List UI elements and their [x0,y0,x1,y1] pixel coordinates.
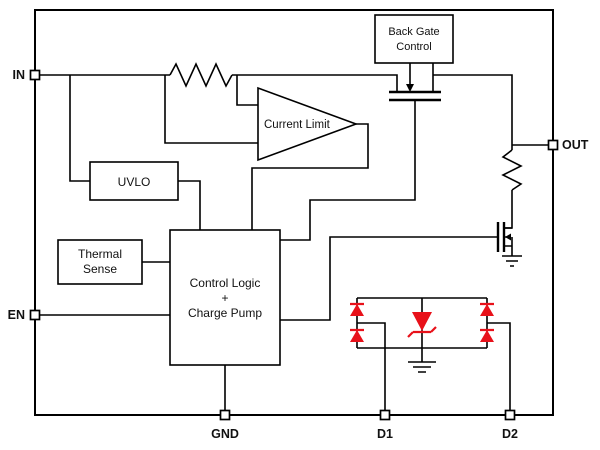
pin-gnd-label: GND [211,427,239,441]
pin-out-label: OUT [562,138,589,152]
steering-diode-icon [350,304,364,316]
thermal-label-2: Sense [83,262,117,276]
pin-d1-label: D1 [377,427,393,441]
steering-diode-icon [480,304,494,316]
control-logic-label-1: Control Logic [190,276,261,290]
pin-d1-pad [379,409,391,421]
control-logic-label-2: + [221,291,228,305]
pin-in-label: IN [13,68,26,82]
pin-d2-pad [504,409,516,421]
ground-symbol [502,255,522,267]
back-gate-label-1: Back Gate [388,26,439,38]
pin-in-pad [29,69,41,81]
pin-en-label: EN [8,308,25,322]
control-logic-block [169,229,281,366]
diode-bars [350,302,494,332]
discharge-resistor [501,149,523,191]
uvlo-block [89,161,179,201]
zener-diode-icon [412,312,432,331]
back-gate-label-2: Control [396,41,431,53]
thermal-sense-block [57,239,143,285]
current-limit-amp [257,86,359,162]
ic-boundary [34,9,554,416]
pin-en-pad [29,309,41,321]
discharge-fet [496,222,506,252]
control-logic-label-3: Charge Pump [188,306,262,320]
pass-fet [389,90,441,102]
thermal-label-1: Thermal [78,247,122,261]
pin-d2-label: D2 [502,427,518,441]
back-gate-arrow-icon [406,84,414,92]
steering-diode-icon [480,330,494,342]
ground-symbol [408,361,436,373]
pin-gnd-pad [219,409,231,421]
back-gate-control-block [374,14,454,64]
current-limit-label: Current Limit [264,119,331,131]
steering-diode-icon [350,330,364,342]
fet-body-arrow-icon [505,233,511,241]
zener-bar [407,326,437,338]
pin-out-pad [547,139,559,151]
uvlo-label: UVLO [118,175,151,189]
sense-resistor [169,62,233,88]
